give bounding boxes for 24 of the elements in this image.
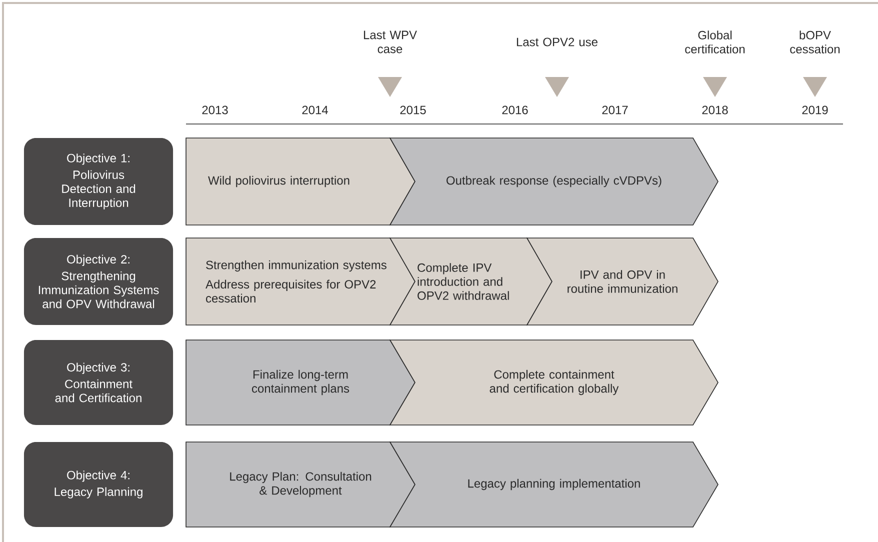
milestone-label: Global certification: [685, 30, 745, 54]
phase-segment: Strengthen immunization systems Address prerequisites for OPV2 cessation: [186, 238, 416, 326]
phase-segment: Wild poliovirus interruption: [186, 138, 416, 226]
objective-box: Objective 4: Legacy Planning: [24, 442, 174, 528]
year-label: 2016: [502, 106, 528, 114]
year-label: 2015: [400, 106, 426, 114]
milestone-label: Last WPV case: [364, 30, 417, 54]
phase-segment: Legacy planning implementation: [389, 442, 718, 528]
phase-segment: IPV and OPV in routine immunization: [526, 238, 718, 326]
year-label: 2018: [702, 106, 728, 114]
year-label: 2019: [802, 106, 828, 114]
phase-segment: Outbreak response (especially cVDPVs): [389, 138, 718, 226]
phase-segment: Legacy Plan: Consultation & Development: [186, 442, 416, 528]
objective-box: Objective 2: Strengthening Immunization Systems and OPV Withdrawal: [24, 238, 174, 325]
objective-box: Objective 3: Containment and Certification: [24, 340, 174, 426]
milestone-label: Last OPV2 use: [516, 38, 598, 46]
milestone-label: bOPV cessation: [790, 30, 840, 54]
year-label: 2014: [302, 106, 328, 114]
phase-segment: Complete IPV introduction and OPV2 withdrawal: [389, 238, 552, 326]
phase-segment: Complete containment and certification globally: [389, 340, 718, 426]
objective-box: Objective 1: Poliovirus Detection and Interruption: [24, 138, 174, 225]
year-label: 2013: [202, 106, 228, 114]
phase-segment: Finalize long-term containment plans: [186, 340, 416, 426]
year-label: 2017: [602, 106, 628, 114]
